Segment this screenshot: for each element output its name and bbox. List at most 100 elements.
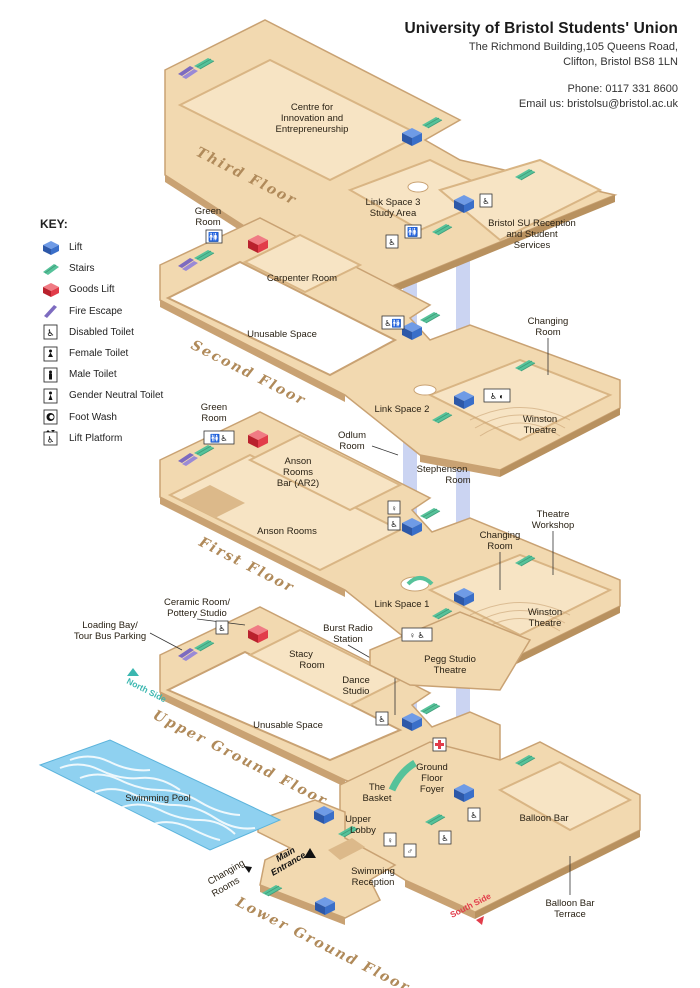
room-gff-3: Foyer (420, 784, 444, 795)
room-dance-1: Dance (342, 675, 369, 686)
lift-icon (40, 239, 62, 257)
pool-label: Swimming Pool (125, 793, 190, 804)
svg-text:♀: ♀ (387, 836, 393, 845)
room-green-room-a: Green (195, 206, 221, 217)
pegg-block[interactable]: ♀ ♿ Pegg Studio Theatre (369, 611, 532, 691)
room-carpenter: Carpenter Room (267, 273, 337, 284)
key-item-female-toilet: Female Toilet (40, 343, 163, 364)
key-title: KEY: (40, 217, 68, 231)
female-toilet-icon: ♀ (383, 832, 397, 847)
room-link-space-1: Link Space 1 (375, 599, 430, 610)
svg-text:♿: ♿ (378, 715, 385, 724)
svg-text:♀ ♿: ♀ ♿ (409, 631, 424, 640)
room-link-space-3: Link Space 3 (366, 197, 421, 208)
room-reception-1: Bristol SU Reception (488, 218, 576, 229)
foot-wash-icon (40, 408, 62, 426)
room-changing-2b: Room (535, 327, 560, 338)
goods-lift-icon (40, 281, 62, 299)
svg-text:♿🚻: ♿🚻 (384, 318, 401, 328)
phone: Phone: 0117 331 8600 (567, 83, 678, 95)
room-cie-2: Innovation and (281, 113, 343, 124)
first-aid-icon (432, 737, 447, 752)
svg-text:♀: ♀ (391, 504, 397, 513)
room-odlum-1: Odlum (338, 430, 366, 441)
email-link[interactable]: Email us: bristolsu@bristol.ac.uk (518, 98, 678, 110)
room-stacy-2: Room (299, 660, 324, 671)
room-changing-2a: Changing (528, 316, 569, 327)
room-anson-bar-2: Rooms (283, 467, 313, 478)
room-basket-2: Basket (362, 793, 391, 804)
disabled-toilet-icon: ♿ (40, 323, 62, 341)
ground-floor[interactable]: The Basket Ground Floor Foyer Balloon Ba… (339, 737, 641, 925)
room-stephenson-1: Stephenson (417, 464, 468, 475)
svg-text:♿: ♿ (390, 520, 397, 529)
header: University of Bristol Students' Union Th… (405, 20, 679, 110)
fire-escape-icon (40, 302, 62, 320)
room-balloon-bar: Balloon Bar (519, 813, 568, 824)
room-ceramic-1: Ceramic Room/ (164, 597, 230, 608)
svg-text:♿: ♿ (441, 834, 448, 843)
foot-wash-icon: ♿ ◐ (483, 388, 511, 403)
svg-text:♿: ♿ (388, 238, 395, 247)
svg-text:🚻: 🚻 (208, 231, 219, 242)
lift-platform-icon: ♿ (40, 429, 62, 447)
map-key: KEY: Lift Stairs Goods Lift Fire Escape … (40, 217, 163, 449)
room-anson-bar-1: Anson (285, 456, 312, 467)
header-title: University of Bristol Students' Union (404, 20, 678, 37)
room-upper-lobby-2: Lobby (350, 825, 376, 836)
upper-ground-floor[interactable]: Upper Ground Floor Ceramic Room/ Pottery… (74, 597, 501, 810)
disabled-toilet-icon: ♿ (215, 620, 229, 635)
toilets-icon: 🚻 (205, 229, 223, 244)
key-item-lift-platform: ♿ Lift Platform (40, 428, 163, 449)
female-toilet-icon (40, 345, 62, 363)
swimming-pool[interactable]: Swimming Pool (38, 739, 282, 851)
room-basket-1: The (369, 782, 385, 793)
room-upper-lobby-1: Upper (345, 814, 371, 825)
room-balloon-terrace-1: Balloon Bar (545, 898, 594, 909)
disabled-toilet-icon: ♿ (387, 516, 401, 531)
key-item-disabled-toilet: ♿ Disabled Toilet (40, 322, 163, 343)
room-swim-reception-1: Swimming (351, 866, 395, 877)
room-dance-2: Studio (343, 686, 370, 697)
svg-text:♿: ♿ (47, 435, 55, 445)
room-cie-1: Centre for (291, 102, 333, 113)
address-line-1: The Richmond Building,105 Queens Road, (468, 41, 678, 53)
room-gff-1: Ground (416, 762, 448, 773)
key-item-gender-neutral-toilet: Gender Neutral Toilet (40, 385, 163, 406)
toilets-icon: ♿🚻 (381, 315, 405, 330)
room-winston-2b: Theatre (524, 425, 557, 436)
room-green-room-b: Room (195, 217, 220, 228)
key-item-goods-lift: Goods Lift (40, 279, 163, 300)
room-swim-reception-2: Reception (352, 877, 395, 888)
room-theatre-workshop-1: Theatre (537, 509, 570, 520)
label-loading-bay-2: Tour Bus Parking (74, 631, 146, 642)
key-item-foot-wash: Foot Wash (40, 407, 163, 428)
male-toilet-icon (40, 366, 62, 384)
room-winston-2a: Winston (523, 414, 557, 425)
disabled-toilet-icon: ♿ (385, 234, 399, 249)
svg-text:♿: ♿ (46, 328, 54, 338)
room-anson-bar-3: Bar (AR2) (277, 478, 319, 489)
room-burst-radio-1: Burst Radio (323, 623, 373, 634)
svg-text:♿: ♿ (218, 624, 225, 633)
room-winston-1a: Winston (528, 607, 562, 618)
female-toilet-icon: ♀ (387, 500, 401, 515)
room-cie-3: Entrepreneurship (276, 124, 349, 135)
room-unusable-ug: Unusable Space (253, 720, 323, 731)
room-pegg-1: Pegg Studio (424, 654, 476, 665)
room-changing-1a: Changing (480, 530, 521, 541)
svg-text:♂: ♂ (407, 847, 413, 856)
key-item-male-toilet: Male Toilet (40, 364, 163, 385)
second-floor[interactable]: Second Floor Green Room 🚻 Carpenter Room… (159, 206, 621, 486)
key-item-stairs: Stairs (40, 258, 163, 279)
room-green-2a: Green (201, 402, 227, 413)
room-unusable-2: Unusable Space (247, 329, 317, 340)
male-toilet-icon: ♂ (403, 843, 417, 858)
toilets-icon: 🚻♿ (203, 430, 235, 445)
room-changing-1b: Room (487, 541, 512, 552)
toilets-icon: ♀ ♿ (401, 627, 433, 642)
room-stacy-1: Stacy (289, 649, 313, 660)
room-reception-3: Services (514, 240, 551, 251)
room-anson-rooms: Anson Rooms (257, 526, 317, 537)
